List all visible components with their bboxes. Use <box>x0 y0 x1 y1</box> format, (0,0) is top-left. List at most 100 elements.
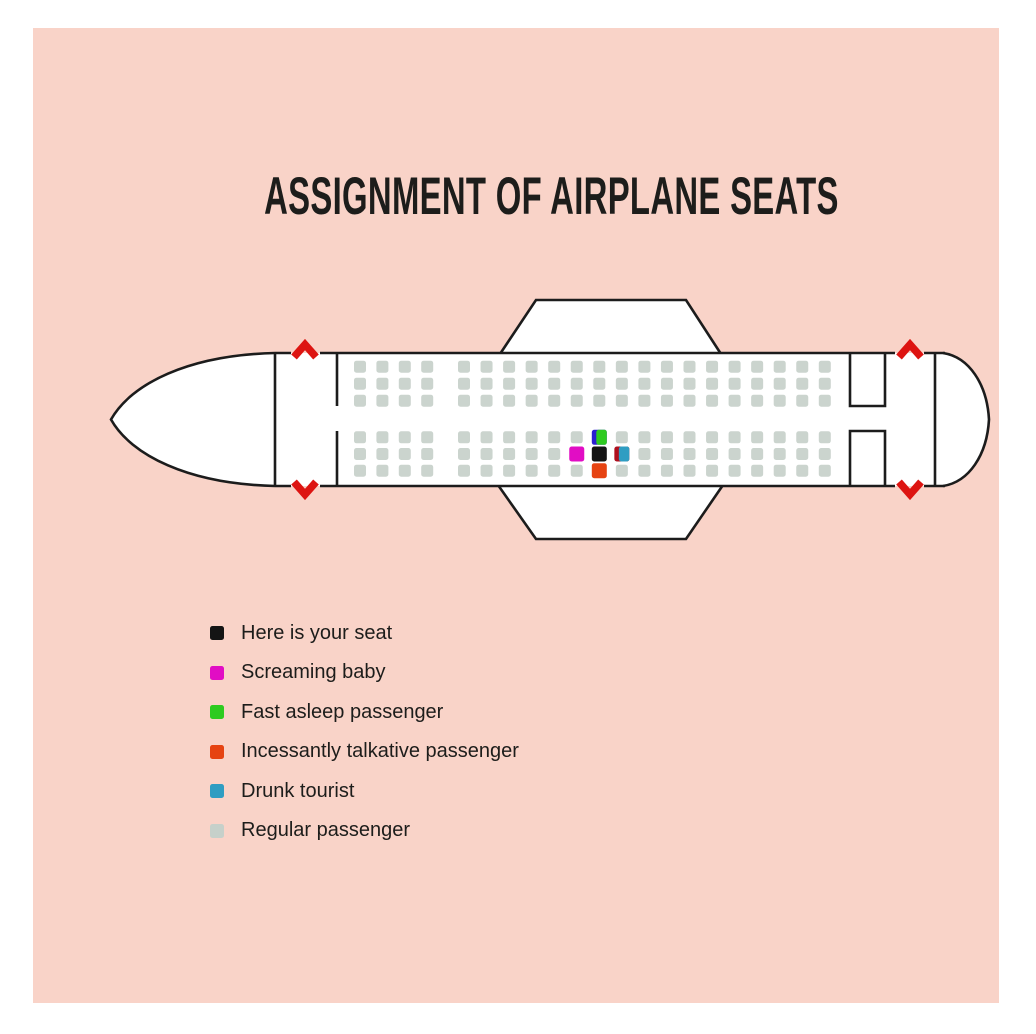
seat <box>548 394 561 407</box>
legend-swatch-fast-asleep <box>210 705 224 719</box>
seat <box>458 360 470 373</box>
seat <box>818 448 831 460</box>
seat <box>773 377 786 390</box>
seat <box>376 394 389 407</box>
seat <box>354 377 366 390</box>
seat <box>480 360 493 373</box>
seat <box>354 431 366 444</box>
seat <box>728 394 741 407</box>
seat <box>660 464 673 477</box>
front-door-up-arrow-icon <box>291 338 319 360</box>
seat <box>398 431 411 444</box>
seat <box>503 448 516 460</box>
seat <box>751 464 764 477</box>
seat <box>796 377 809 390</box>
seat <box>503 360 516 373</box>
seat <box>525 377 538 390</box>
seat <box>354 448 366 460</box>
seat <box>398 448 411 460</box>
seat <box>706 464 719 477</box>
title-wrap: ASSIGNMENT OF AIRPLANE SEATS <box>33 170 1036 223</box>
legend-label: Here is your seat <box>241 621 393 644</box>
seat-talkative <box>591 463 607 479</box>
seat <box>683 431 696 444</box>
seat <box>376 464 389 477</box>
seat <box>706 360 719 373</box>
legend: Here is your seat Screaming baby Fast as… <box>210 622 519 841</box>
seat <box>615 431 628 444</box>
wing-bottom <box>495 483 726 541</box>
seat <box>376 360 389 373</box>
seat <box>354 464 366 477</box>
seat <box>751 431 764 444</box>
seat <box>683 448 696 460</box>
rear-galley-top <box>848 353 887 408</box>
seat <box>548 377 561 390</box>
seat <box>548 464 561 477</box>
seat <box>503 394 516 407</box>
seat <box>818 431 831 444</box>
seat <box>354 360 366 373</box>
seat <box>818 360 831 373</box>
legend-item-drunk-tourist: Drunk tourist <box>210 780 519 802</box>
seat <box>660 431 673 444</box>
seat <box>660 448 673 460</box>
seat <box>421 377 434 390</box>
seat <box>503 377 516 390</box>
seat <box>638 448 651 460</box>
seat-drunk-tourist <box>618 446 630 462</box>
seat <box>593 360 606 373</box>
seat <box>525 431 538 444</box>
seat <box>728 377 741 390</box>
seat <box>525 360 538 373</box>
legend-swatch-drunk-tourist <box>210 784 224 798</box>
seat <box>525 464 538 477</box>
seat <box>683 394 696 407</box>
airplane-seat-map <box>109 298 991 541</box>
seat <box>398 360 411 373</box>
seat <box>638 360 651 373</box>
seat <box>421 394 434 407</box>
seat <box>458 394 470 407</box>
seat <box>638 431 651 444</box>
seat <box>480 394 493 407</box>
legend-label: Screaming baby <box>241 661 386 683</box>
seat <box>728 431 741 444</box>
seat-your-seat <box>591 446 607 462</box>
seat <box>683 360 696 373</box>
seat <box>796 464 809 477</box>
tail-outline <box>942 351 991 488</box>
wing-top <box>497 298 724 356</box>
legend-item-regular: Regular passenger <box>210 819 519 841</box>
seat <box>398 464 411 477</box>
seat <box>503 431 516 444</box>
legend-item-fast-asleep: Fast asleep passenger <box>210 701 519 723</box>
legend-swatch-regular <box>210 823 224 838</box>
legend-label: Fast asleep passenger <box>241 700 444 723</box>
legend-label: Regular passenger <box>241 819 410 841</box>
seat <box>525 448 538 460</box>
seat <box>796 448 809 460</box>
rear-door-down-arrow-icon <box>896 479 924 501</box>
seat <box>458 464 470 477</box>
seat <box>638 377 651 390</box>
seat <box>421 464 434 477</box>
seat <box>548 360 561 373</box>
nose-outline <box>109 351 276 488</box>
seat <box>818 394 831 407</box>
seat <box>706 394 719 407</box>
seat <box>683 377 696 390</box>
seat <box>615 464 628 477</box>
legend-label: Incessantly talkative passenger <box>241 740 519 762</box>
seat <box>796 394 809 407</box>
seat <box>593 377 606 390</box>
seat <box>638 464 651 477</box>
seat <box>706 448 719 460</box>
legend-item-your-seat: Here is your seat <box>210 622 519 644</box>
seat <box>615 377 628 390</box>
seat <box>660 394 673 407</box>
seat <box>615 394 628 407</box>
legend-item-screaming-baby: Screaming baby <box>210 661 519 683</box>
seat <box>376 377 389 390</box>
